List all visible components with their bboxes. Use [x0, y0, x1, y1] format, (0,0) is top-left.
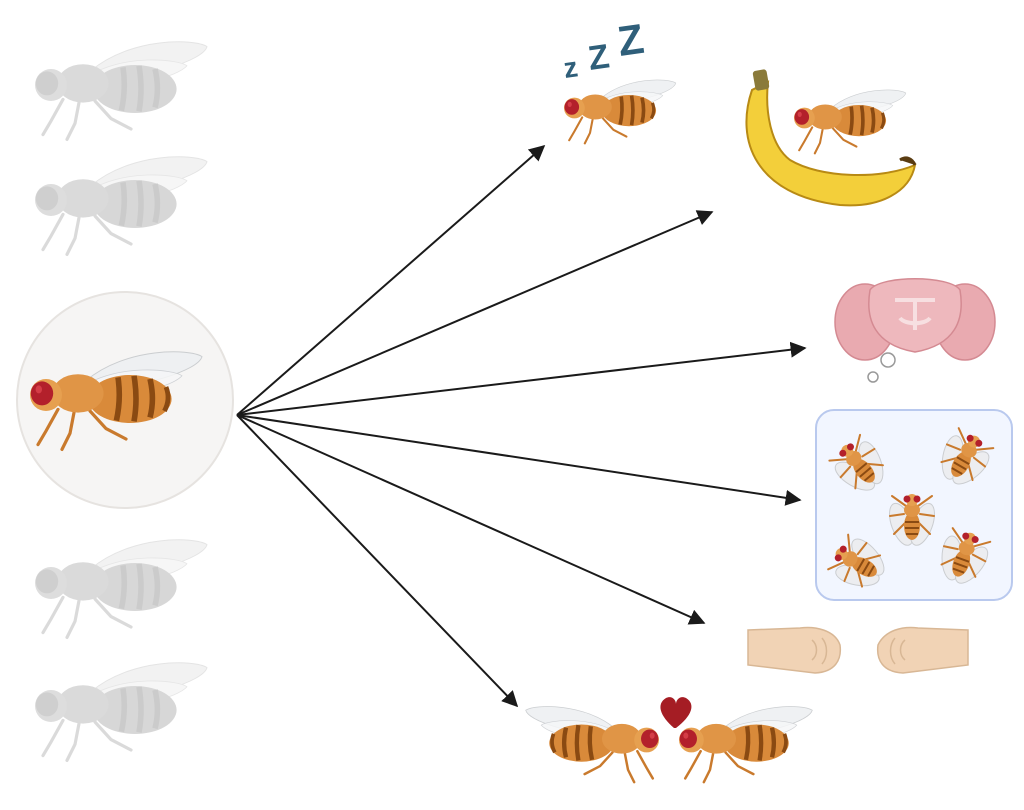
zzz-glyph-1: z: [562, 51, 580, 84]
courting-flies-icon: [526, 697, 813, 782]
hub-fly-in-circle-icon: [16, 291, 234, 509]
arrow-social: [236, 414, 802, 506]
fly-group-icon: [815, 409, 1013, 603]
zzz-glyph-3: Z: [615, 15, 647, 65]
sleeping-fly-icon: z Z Z: [562, 15, 678, 146]
arrow-sleep: [236, 144, 546, 416]
faded-fly-icon-3: [35, 540, 207, 638]
arrow-courtship: [236, 414, 519, 708]
arrow-aggression: [236, 414, 706, 625]
zzz-glyph-2: Z: [586, 37, 612, 78]
faded-fly-icon-2: [35, 157, 207, 255]
arrow-feeding: [236, 210, 714, 416]
fist-bump-icon: [747, 626, 969, 674]
faded-fly-icon-4: [35, 663, 207, 761]
fly-on-banana-icon: [745, 69, 917, 207]
faded-fly-icon-1: [35, 42, 207, 140]
arrows: [236, 144, 807, 708]
heart-icon: [660, 697, 692, 728]
arrow-learning: [236, 341, 807, 416]
fly-brain-thought-icon: [834, 278, 996, 383]
